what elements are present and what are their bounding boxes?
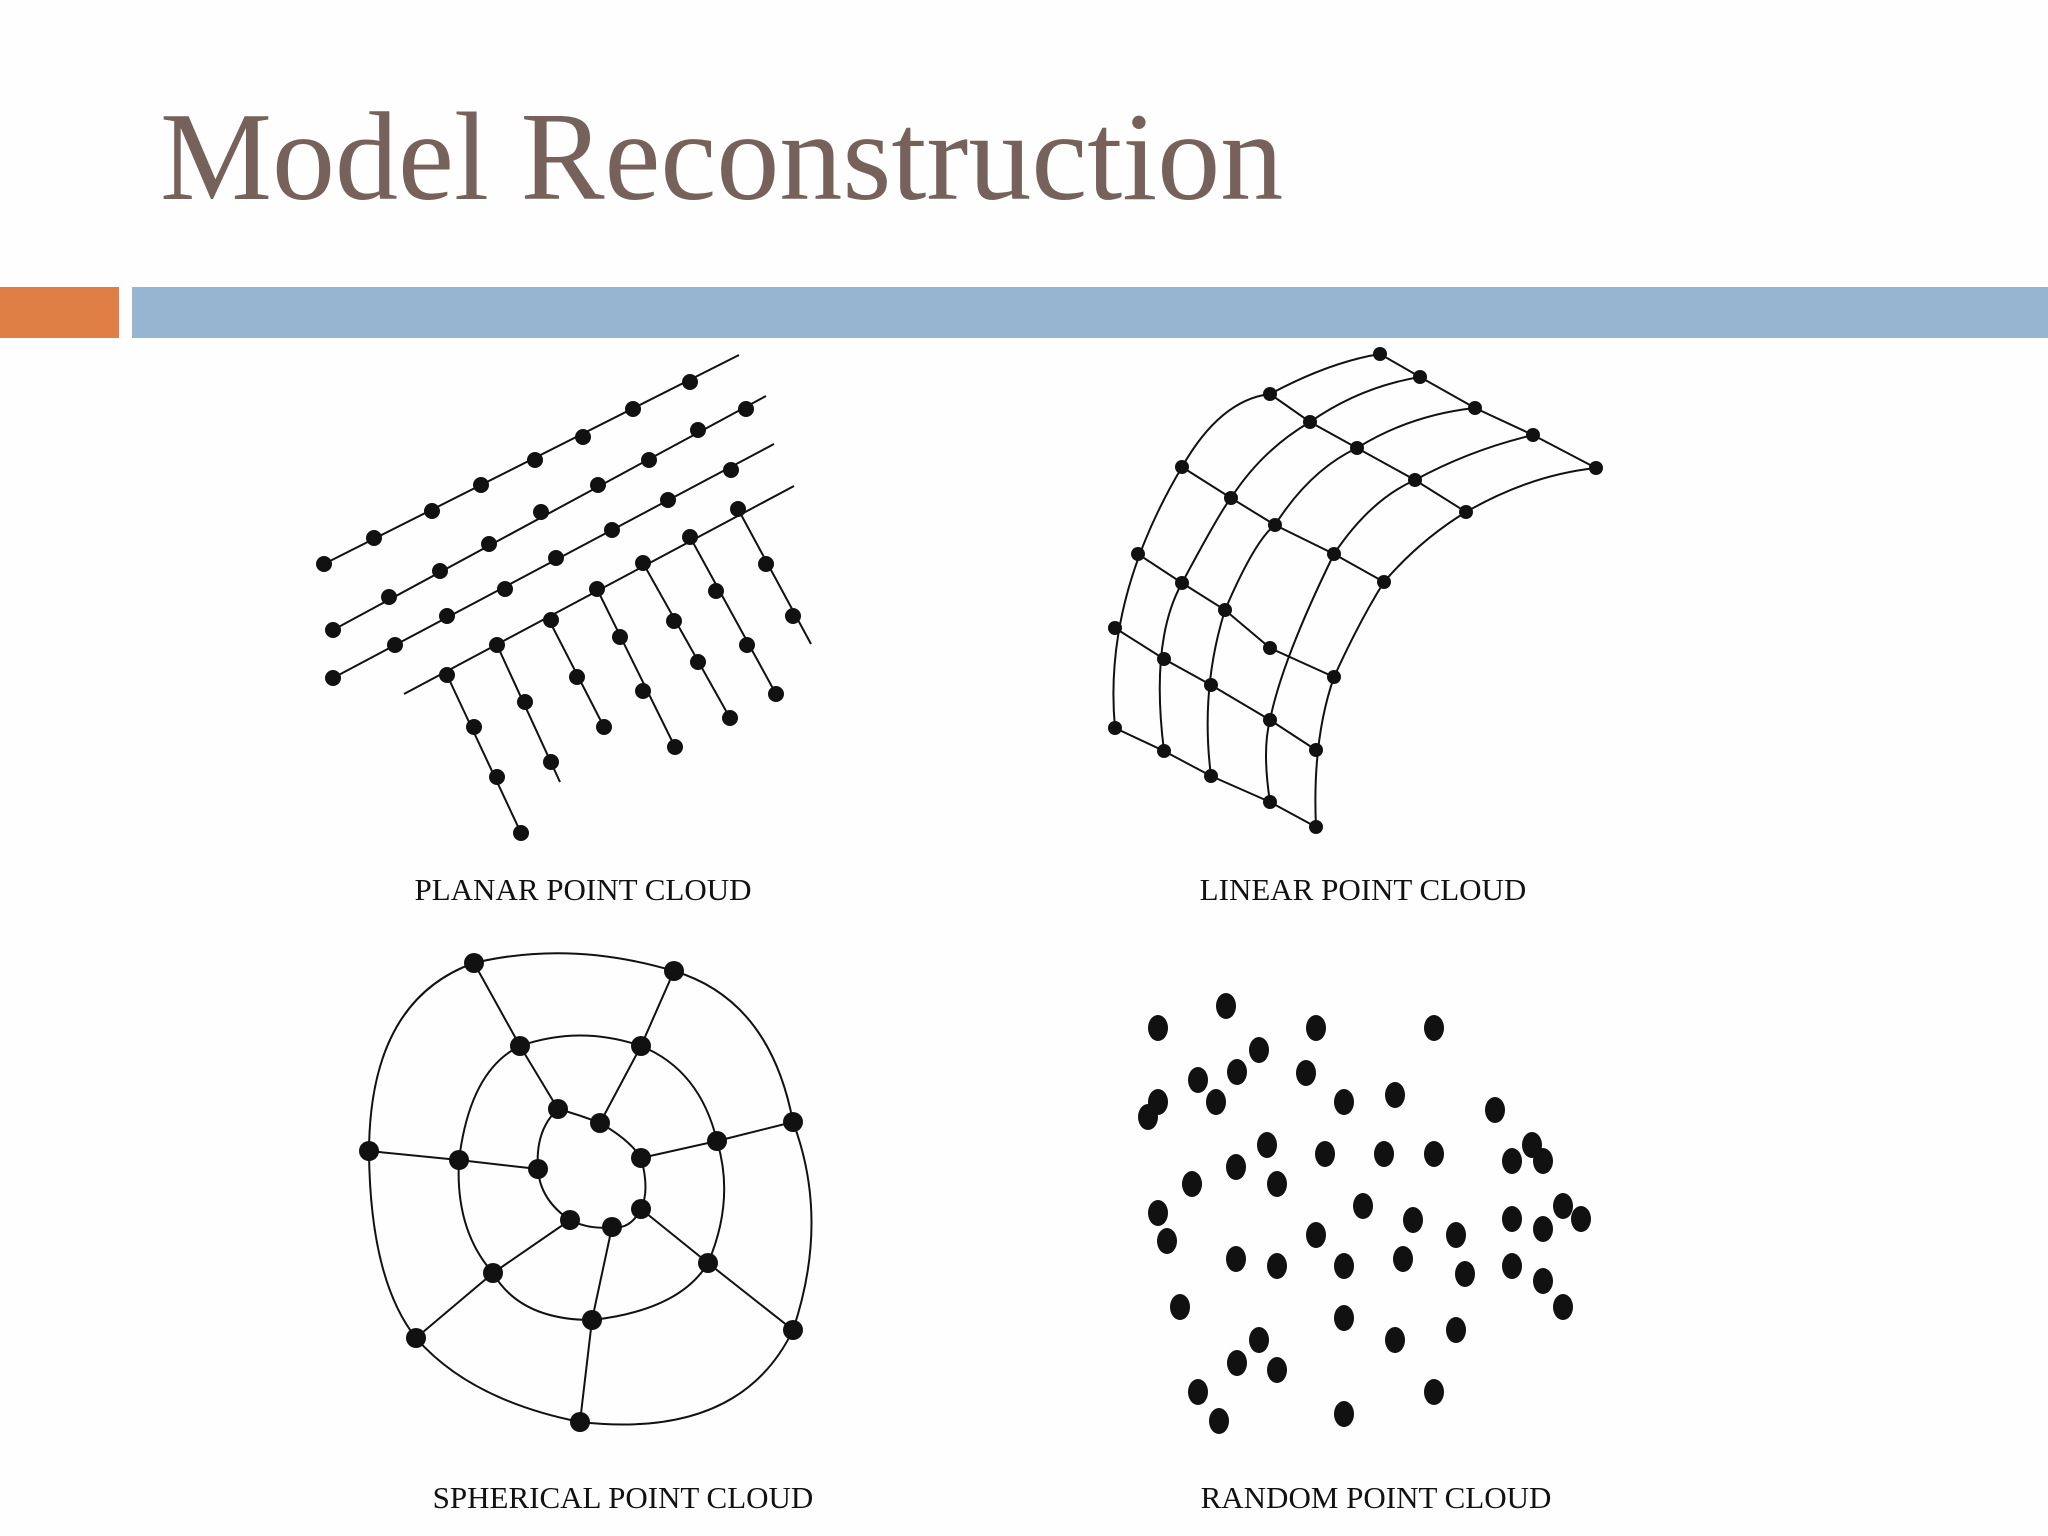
linear-point-cloud-caption: LINEAR POINT CLOUD	[1199, 872, 1527, 907]
spherical-point-cloud-caption: SPHERICAL POINT CLOUD	[432, 1480, 814, 1515]
linear-point-cloud-figure	[1108, 347, 1603, 834]
planar-point-cloud-figure	[316, 354, 812, 841]
random-point-cloud-caption: RANDOM POINT CLOUD	[1200, 1480, 1552, 1515]
accent-bar-orange	[0, 287, 119, 338]
planar-point-cloud-caption: PLANAR POINT CLOUD	[414, 872, 752, 907]
slide-title: Model Reconstruction	[160, 88, 1284, 227]
spherical-point-cloud-figure	[359, 952, 813, 1432]
random-point-cloud-figure	[1138, 993, 1591, 1434]
accent-bar-blue	[132, 287, 2048, 338]
